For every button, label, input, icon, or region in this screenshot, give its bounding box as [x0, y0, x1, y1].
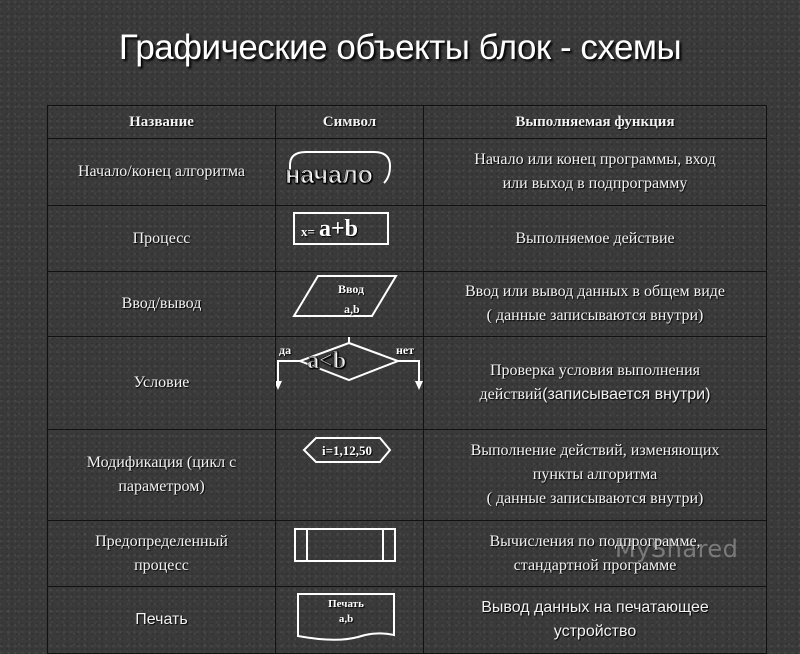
predefined-process-icon [294, 528, 396, 562]
row-symbol: i=1,12,50 [275, 429, 424, 521]
svg-text:i=1,12,50: i=1,12,50 [322, 443, 372, 458]
table-row: Условие да нет a<b Проверка условия выпо… [47, 336, 767, 430]
header-symbol: Символ [275, 105, 424, 139]
svg-text:нет: нет [396, 343, 414, 357]
row-name: Процесс [47, 205, 276, 272]
row-name: Предопределенный процесс [47, 520, 276, 587]
flowchart-symbols-table: Название Символ Выполняемая функция Нача… [47, 105, 767, 654]
row-symbol: Ввод a,b [275, 271, 424, 337]
svg-text:да: да [279, 343, 291, 357]
input-output-parallelogram-icon: Ввод a,b [292, 275, 398, 317]
header-name: Название [47, 105, 276, 139]
condition-diamond-icon: да нет a<b [274, 337, 423, 390]
row-symbol: начало [275, 138, 424, 206]
process-rectangle-icon: x= a+b [293, 212, 389, 245]
table-row: Ввод/вывод Ввод a,b Ввод или вывод данны… [47, 271, 767, 337]
row-function: Выполняемое действие [423, 205, 767, 272]
row-symbol: Печать a,b [275, 586, 424, 654]
row-function: Вывод данных на печатающее устройство [423, 586, 767, 654]
svg-text:Ввод: Ввод [338, 282, 364, 296]
row-function: Ввод или вывод данных в общем виде ( дан… [423, 271, 767, 337]
row-function: Вычисления по подпрограмме, стандартной … [423, 520, 767, 587]
table-header-row: Название Символ Выполняемая функция [47, 105, 767, 139]
row-function: Выполнение действий, изменяющих пункты а… [423, 429, 767, 521]
table-row: Модификация (цикл с параметром) i=1,12,5… [47, 429, 767, 521]
row-name: Условие [47, 336, 276, 430]
print-document-icon: Печать a,b [297, 593, 395, 641]
slide-title: Графические объекты блок - схемы [118, 28, 682, 67]
header-function: Выполняемая функция [423, 105, 767, 139]
svg-text:x=: x= [301, 224, 315, 239]
table-row: Предопределенный процесс Вычисления по п… [47, 520, 767, 587]
row-symbol: да нет a<b [274, 336, 424, 430]
svg-text:a,b: a,b [339, 613, 353, 625]
row-symbol: x= a+b [275, 205, 424, 272]
terminator-symbol-icon: начало [285, 151, 392, 189]
row-name: Ввод/вывод [47, 271, 276, 337]
row-symbol [275, 520, 424, 587]
svg-text:a+b: a+b [319, 216, 358, 242]
table-row: Печать Печать a,b Вывод данных на печата… [47, 586, 767, 654]
row-function: Начало или конец программы, вход или вых… [423, 138, 767, 206]
svg-text:a<b: a<b [307, 348, 346, 374]
table-row: Начало/конец алгоритма начало Начало или… [47, 138, 767, 206]
row-name: Начало/конец алгоритма [47, 138, 276, 206]
watermark: MyShared [615, 535, 739, 563]
row-name: Модификация (цикл с параметром) [47, 429, 276, 521]
modification-hexagon-icon: i=1,12,50 [302, 437, 392, 463]
svg-text:начало: начало [285, 161, 373, 189]
row-name: Печать [47, 586, 276, 654]
svg-text:a,b: a,b [344, 302, 360, 316]
table-row: Процесс x= a+b Выполняемое действие [47, 205, 767, 272]
row-function: Проверка условия выполнения действий(зап… [423, 336, 767, 430]
